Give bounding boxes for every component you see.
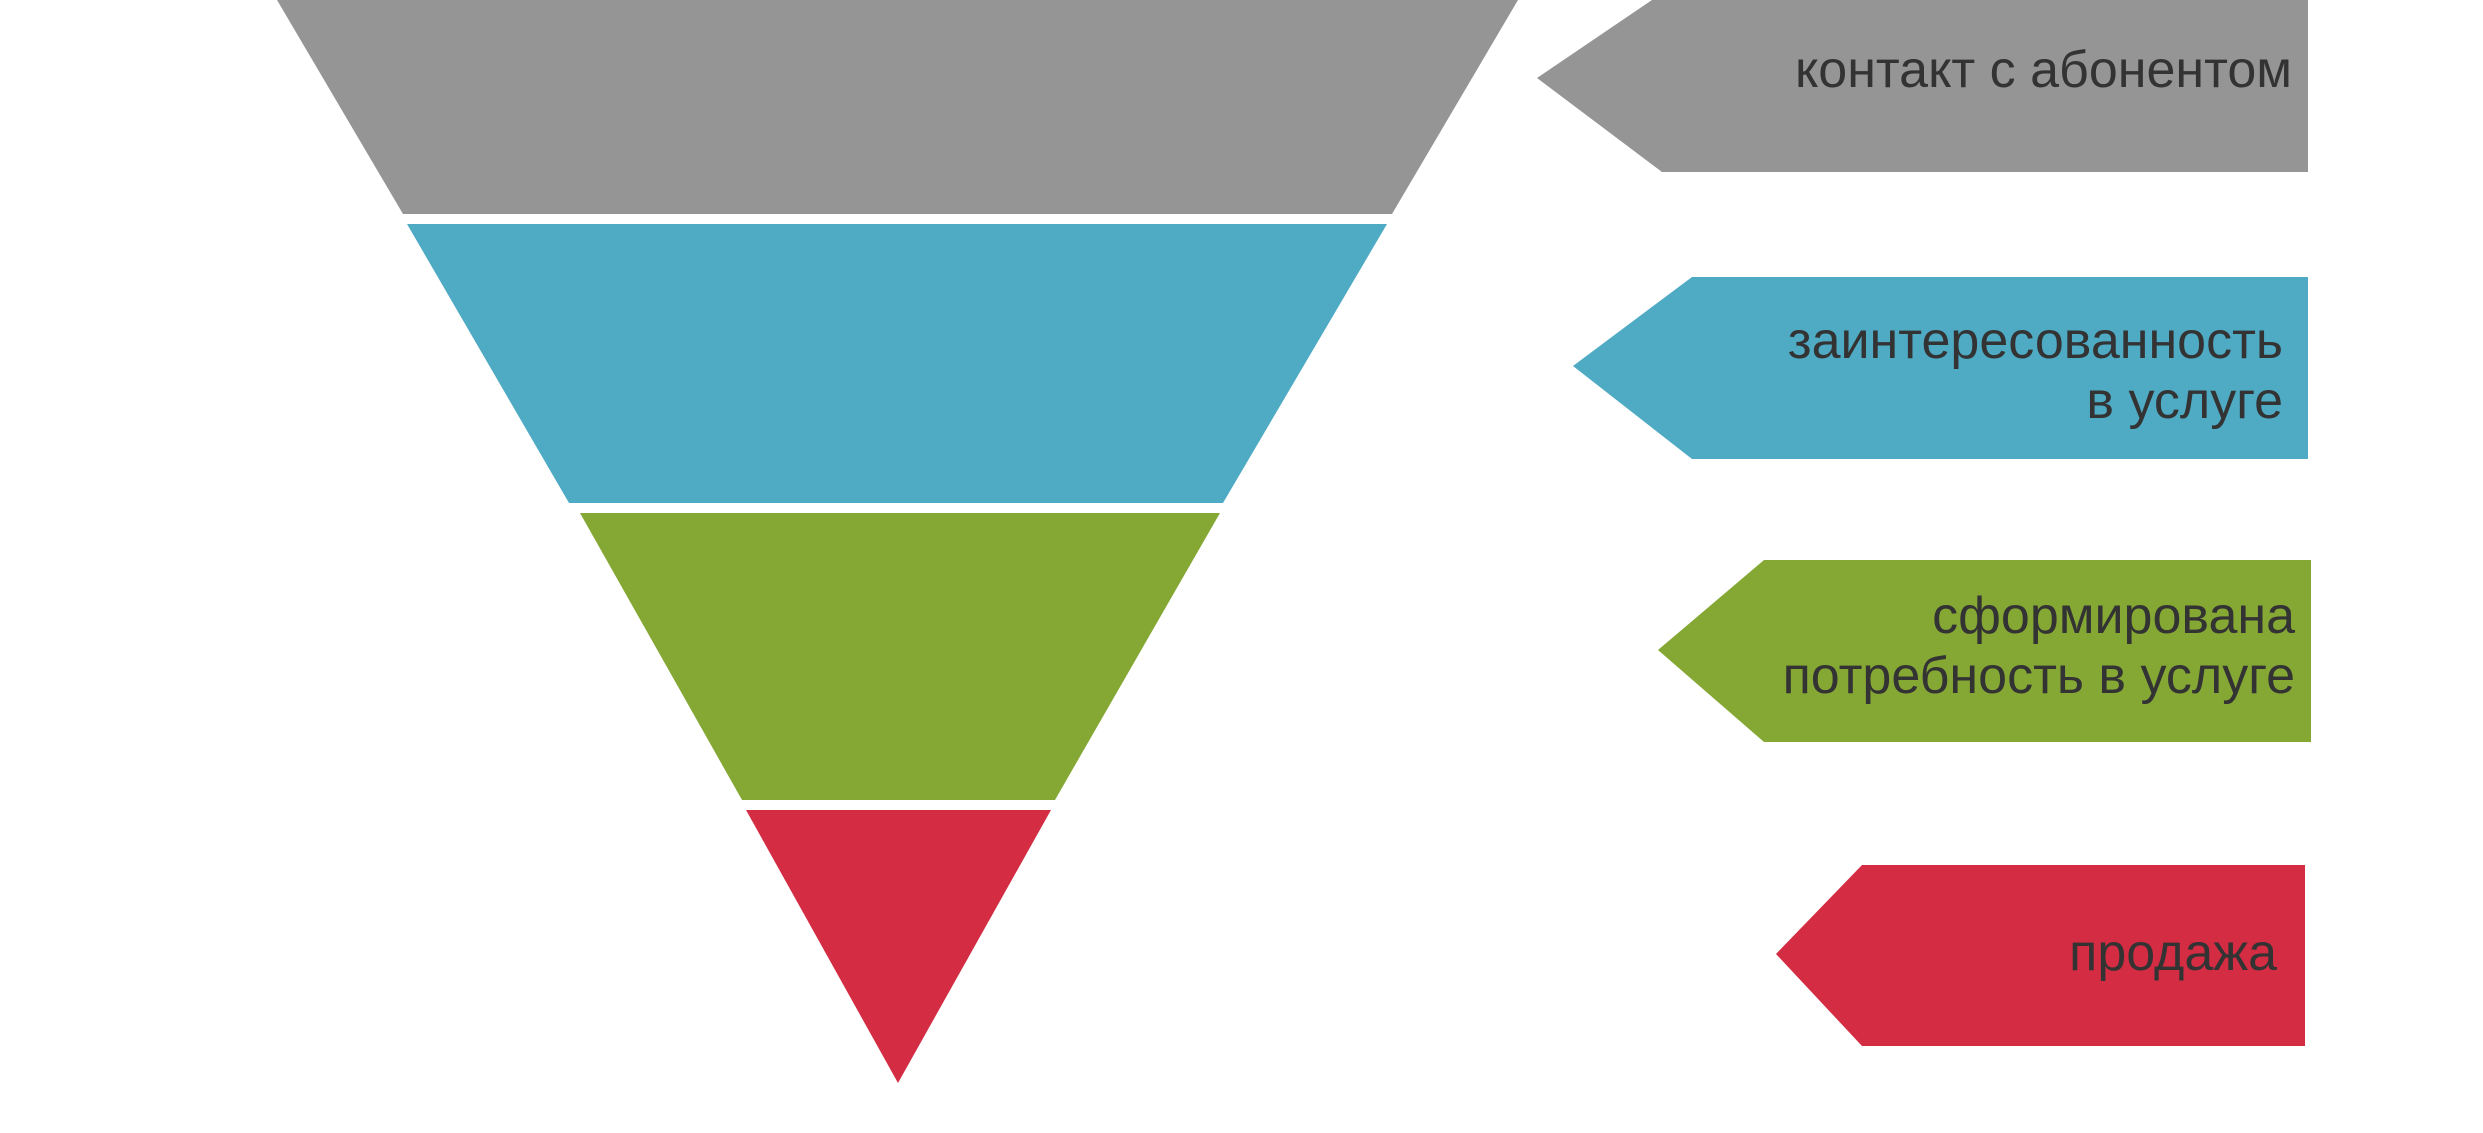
stage-label-interest-line-1: заинтересованность xyxy=(1788,312,2283,370)
funnel-layer-need xyxy=(580,513,1220,800)
stage-tag-sale xyxy=(1776,865,2305,1046)
funnel-layer-sale xyxy=(746,810,1051,1083)
funnel-layer-contact xyxy=(277,0,1518,214)
stage-tag-interest xyxy=(1573,277,2308,459)
stage-label-need-line-2: потребность в услуге xyxy=(1783,647,2295,705)
stage-label-need-line-1: сформирована xyxy=(1932,587,2295,645)
funnel-layer-interest xyxy=(407,224,1387,503)
stage-label-interest-line-2: в услуге xyxy=(2086,372,2283,430)
stage-tag-need xyxy=(1658,560,2311,742)
stage-label-contact-line-1: контакт с абонентом xyxy=(1795,41,2292,99)
stage-label-sale-line-1: продажа xyxy=(2069,924,2277,982)
stage-tag-contact xyxy=(1537,0,2308,172)
funnel-layers xyxy=(277,0,1518,1083)
